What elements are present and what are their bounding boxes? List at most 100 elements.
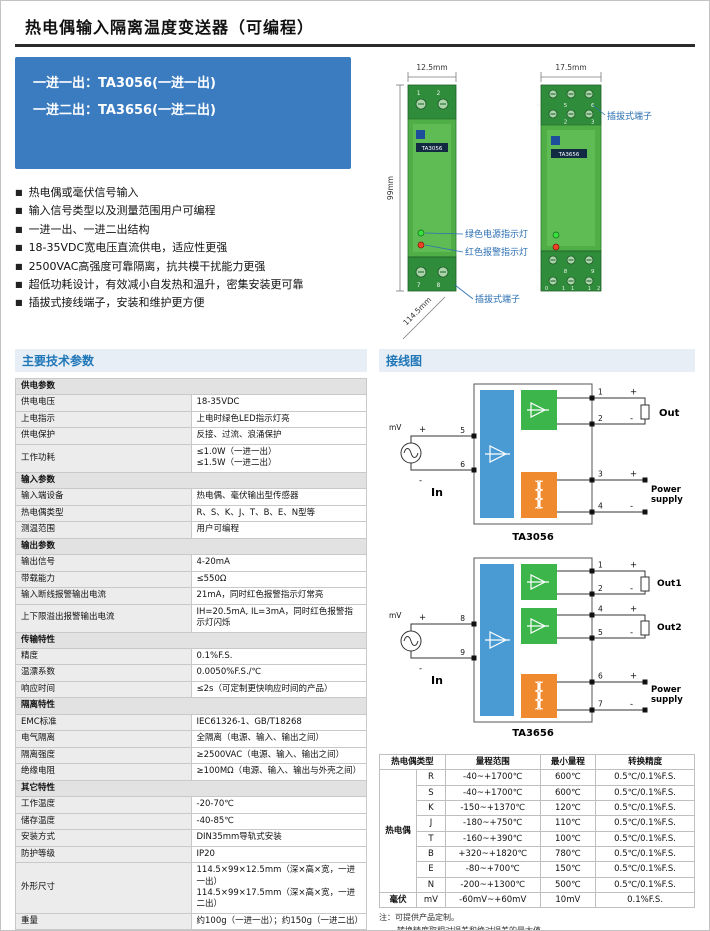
svg-text:3: 3 <box>598 470 603 479</box>
spec-label: 储存温度 <box>15 812 192 831</box>
svg-text:-: - <box>630 414 633 424</box>
spec-value: IP20 <box>190 845 367 864</box>
spec-label: 响应时间 <box>15 680 192 699</box>
spec-section-row: 输入参数 <box>15 471 367 490</box>
alarm-led-red-icon <box>552 243 560 251</box>
feature-item: ■超低功耗设计，有效减小自发热和温升，密集安装更可靠 <box>15 276 351 294</box>
svg-text:2: 2 <box>598 414 603 423</box>
tc-min: 600℃ <box>539 784 597 801</box>
screw-icon <box>437 98 449 110</box>
svg-text:+: + <box>419 613 426 623</box>
screw-icon <box>584 109 594 119</box>
svg-text:6: 6 <box>598 672 603 681</box>
tc-accuracy: 0.5℃/0.1%F.S. <box>595 799 695 817</box>
tc-accuracy: 0.5℃/0.1%F.S. <box>595 769 695 786</box>
tc-accuracy: 0.5℃/0.1%F.S. <box>595 861 695 878</box>
wiring-heading: 接线图 <box>379 349 695 372</box>
spec-label: 上下限溢出报警输出电流 <box>15 603 192 633</box>
wires <box>410 570 646 711</box>
spec-value: IEC61326-1、GB/T18268 <box>190 713 367 732</box>
spec-label: 带载能力 <box>15 570 192 589</box>
tc-type: mV <box>416 891 446 909</box>
spec-label: 热电偶类型 <box>15 504 192 523</box>
callout-plug-terminal-bottom: 插拔式端子 <box>475 293 520 305</box>
spec-label: 测温范围 <box>15 521 192 539</box>
svg-text:supply: supply <box>651 695 683 705</box>
spec-value: 反接、过流、浪涌保护 <box>190 427 367 445</box>
product-drawing-area: 12.5mm 17.5mm 99mm 114.5mm 1 2 TA3056 <box>351 57 695 347</box>
spec-label: 电气隔离 <box>15 730 192 748</box>
terminal-numbers: 1 2 <box>417 90 448 97</box>
dim-width-1-label: 12.5mm <box>416 63 447 72</box>
tc-type: B <box>416 845 446 863</box>
model-box: 一进一出：TA3056(一进一出) 一进二出：TA3656(一进二出) <box>15 57 351 169</box>
screw-icon <box>548 276 558 286</box>
diagram-model-caption: TA3056 <box>512 532 554 543</box>
bullet-square-icon: ■ <box>15 206 23 216</box>
terminal-numbers: 10 11 12 <box>536 286 606 292</box>
spec-section-label: 输出参数 <box>15 537 367 556</box>
dimension-lines <box>396 72 602 340</box>
model-line-2: 一进二出：TA3656(一进二出) <box>33 103 216 119</box>
spec-row: 输入端设备热电偶、毫伏输出型传感器 <box>15 488 367 506</box>
spec-heading: 主要技术参数 <box>15 349 367 372</box>
spec-value: ≤2s（可定制更快响应时间的产品） <box>190 680 367 699</box>
feature-list: ■热电偶或毫伏信号输入■输入信号类型以及测量范围用户可编程■一进一出、一进二出结… <box>15 184 351 313</box>
tc-type: S <box>416 784 446 801</box>
spec-label: 绝缘电阻 <box>15 763 192 781</box>
callout-plug-terminal-top: 插拔式端子 <box>607 110 652 122</box>
spec-section-row: 输出参数 <box>15 537 367 556</box>
spec-value: 21mA，同时红色报警指示灯常亮 <box>190 587 367 605</box>
bullet-square-icon: ■ <box>15 261 23 271</box>
spec-row: 测温范围用户可编程 <box>15 521 367 539</box>
svg-text:+: + <box>630 605 637 615</box>
spec-value: DIN35mm导轨式安装 <box>190 829 367 847</box>
spec-value: -40-85℃ <box>190 812 367 831</box>
tc-min: 600℃ <box>539 769 597 786</box>
spec-value: 全隔离（电源、输入、输出之间） <box>190 730 367 748</box>
diagram-labels: mV + 5 - 6 1 + 2 - 3 + 4 - <box>389 388 637 512</box>
tc-min: 10mV <box>539 891 597 909</box>
transformer-icon <box>534 480 544 509</box>
svg-text:+: + <box>630 388 637 398</box>
spec-label: 安装方式 <box>15 829 192 847</box>
spec-value: ≤550Ω <box>190 570 367 589</box>
spec-section-row: 供电参数 <box>15 377 367 396</box>
dim-depth-label: 114.5mm <box>401 295 433 327</box>
feature-item: ■热电偶或毫伏信号输入 <box>15 184 351 202</box>
screw-icon <box>566 255 576 265</box>
spec-value: 上电时绿色LED指示灯亮 <box>190 410 367 429</box>
source-label: mV <box>389 611 402 620</box>
callout-green-power-led: 绿色电源指示灯 <box>465 228 528 240</box>
power-led-green-icon <box>417 229 425 237</box>
spec-label: 输出信号 <box>15 554 192 572</box>
feature-item: ■一进一出、一进二出结构 <box>15 221 351 239</box>
module-ta3056: 1 2 TA3056 7 8 <box>407 84 457 292</box>
spec-section-label: 其它特性 <box>15 779 367 798</box>
feature-text: 超低功耗设计，有效减小自发热和温升，密集安装更可靠 <box>28 277 304 291</box>
svg-text:-: - <box>630 700 633 710</box>
screw-icon <box>584 89 594 99</box>
terminal-numbers: 1 2 3 <box>537 120 606 126</box>
spec-row: 电气隔离全隔离（电源、输入、输出之间） <box>15 730 367 748</box>
spec-section-label: 供电参数 <box>15 377 367 396</box>
out2-label: Out2 <box>657 623 682 633</box>
tc-range: -60mV~+60mV <box>444 891 541 909</box>
tc-range: -150~+1370℃ <box>444 799 541 817</box>
spec-label: 重量 <box>15 912 192 930</box>
terminal-numbers: 7 8 <box>417 282 448 289</box>
diagram-labels: mV + 8 - 9 1 + 2 - 4 + 5 - 6 + <box>389 561 637 710</box>
amplifier-icon <box>485 445 510 463</box>
spec-row: 工作功耗≤1.0W（一进一出） ≤1.5W（一进二出） <box>15 443 367 473</box>
svg-text:5: 5 <box>460 426 465 435</box>
